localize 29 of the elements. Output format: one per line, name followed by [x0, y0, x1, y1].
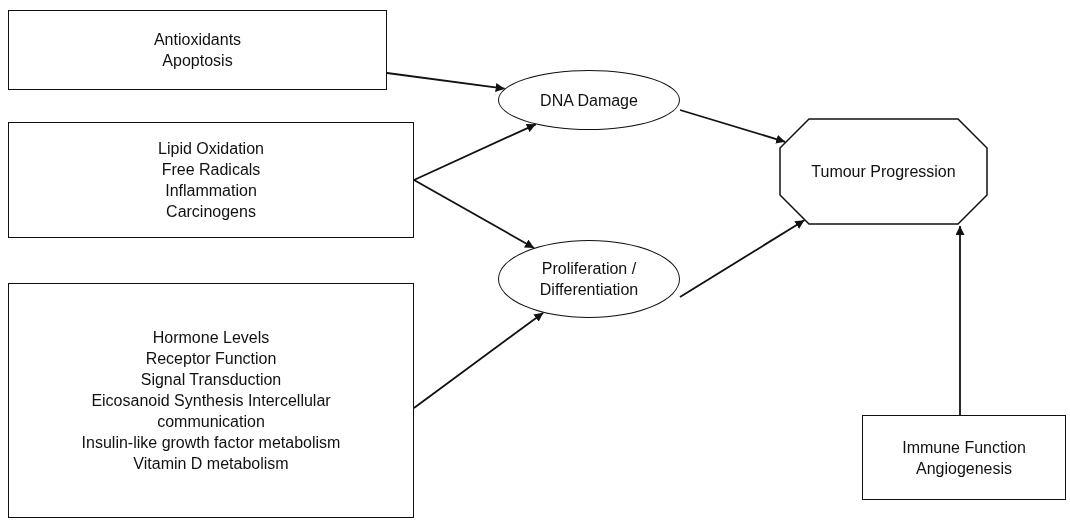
- node-text: Hormone Levels: [152, 328, 270, 348]
- factor-box: [862, 415, 1066, 500]
- node-text: Immune Function: [902, 437, 1026, 458]
- node-text: Antioxidants: [153, 30, 242, 50]
- node-text: Inflammation: [165, 181, 257, 201]
- arrow: [679, 219, 806, 298]
- outcome-octagon: [779, 118, 988, 225]
- arrow: [679, 109, 787, 144]
- node-text: Free Radicals: [161, 160, 261, 180]
- factor-box: [8, 283, 414, 518]
- node-text: Eicosanoid Synthesis Intercellular communication: [90, 391, 332, 432]
- node-text: Angiogenesis: [915, 458, 1013, 479]
- node-text: Vitamin D metabolism: [133, 454, 289, 474]
- factor-box: [8, 10, 387, 90]
- node-text: Lipid Oxidation: [158, 139, 264, 159]
- node-text: Apoptosis: [162, 51, 233, 71]
- arrow: [413, 123, 537, 181]
- arrow: [955, 225, 965, 416]
- node-text: Tumour Progression: [811, 162, 956, 182]
- node-text: Receptor Function: [145, 349, 277, 369]
- node-text: Carcinogens: [166, 202, 256, 222]
- node-text: Proliferation / Differentiation: [538, 259, 640, 300]
- arrow: [386, 72, 506, 92]
- arrow: [413, 311, 545, 409]
- node-text: Signal Transduction: [140, 370, 282, 390]
- arrow: [413, 179, 535, 249]
- factor-box: [8, 122, 414, 238]
- node-text: Insulin-like growth factor metabolism: [81, 433, 341, 453]
- node-text: DNA Damage: [540, 90, 638, 111]
